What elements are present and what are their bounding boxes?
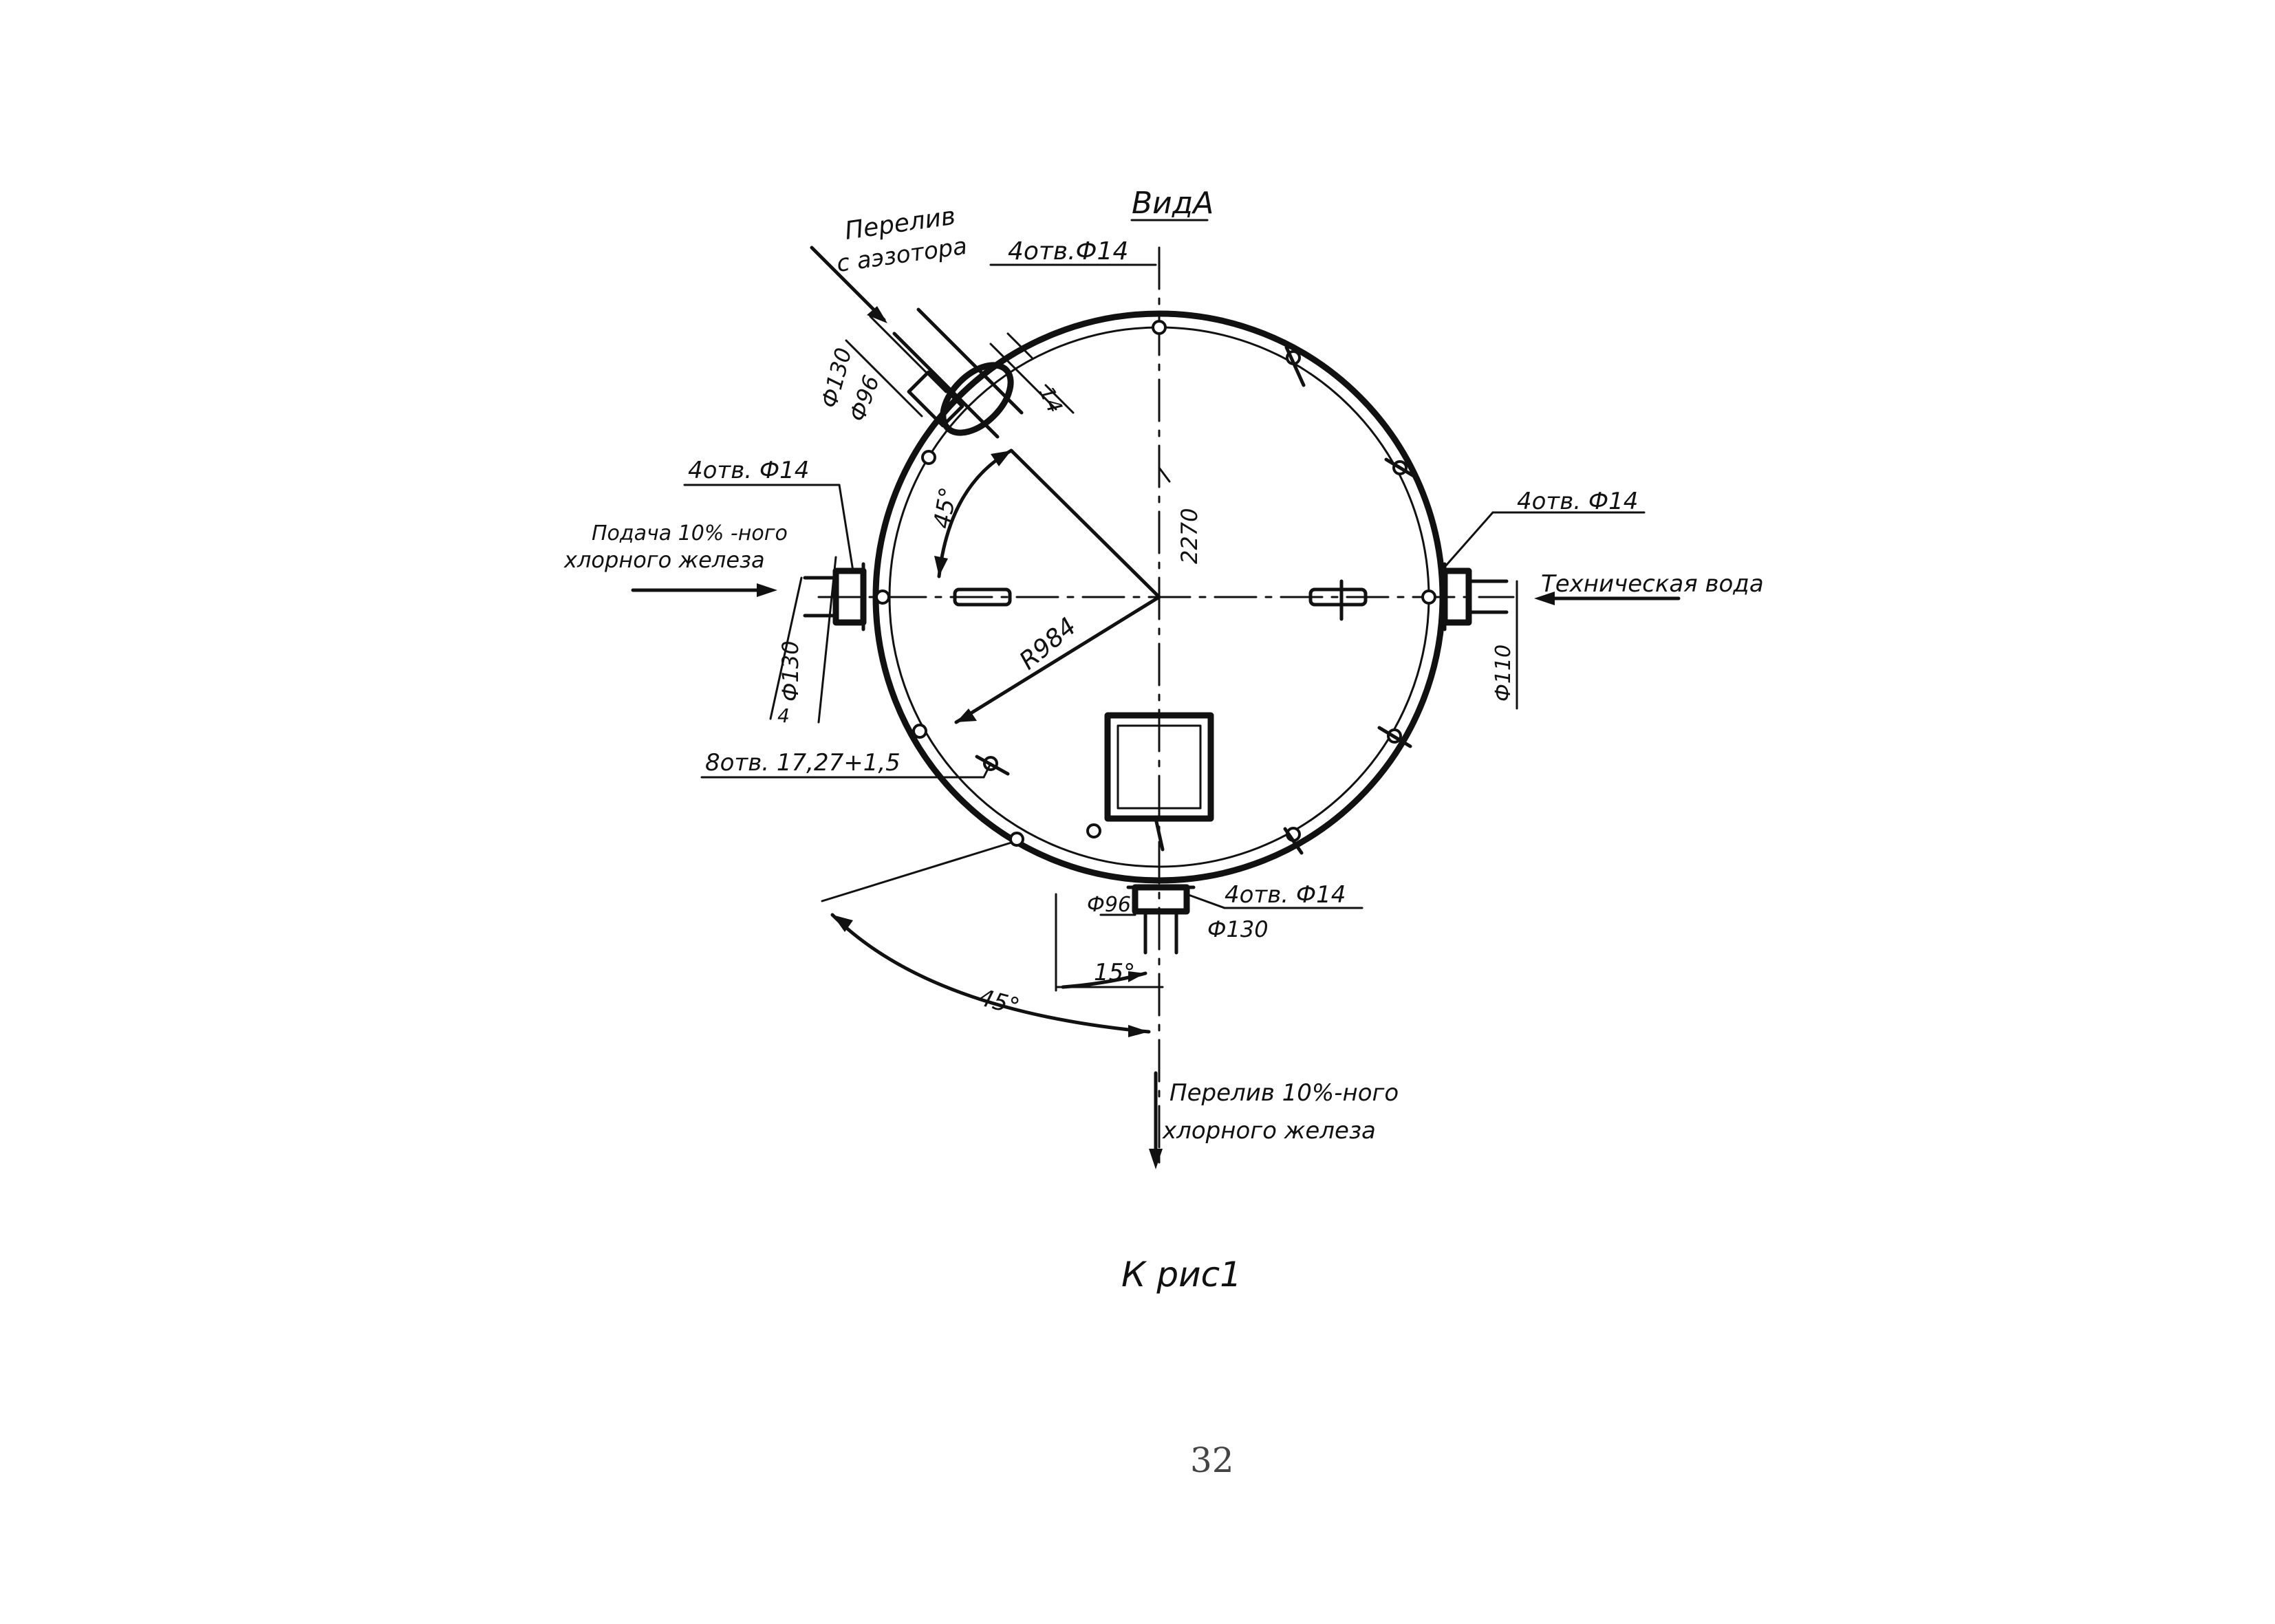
page-number: 32 bbox=[1190, 1440, 1234, 1480]
label-overflow-bottom-2: хлорного железа bbox=[1162, 1117, 1376, 1145]
label-leaders bbox=[683, 219, 1209, 779]
label-dia-130-left: Ф130 bbox=[777, 640, 804, 702]
label-height: 2270 bbox=[1176, 508, 1203, 564]
label-dia-96-top: Ф96 bbox=[844, 372, 885, 425]
label-holes-bottom: 4отв. Ф14 bbox=[1225, 881, 1346, 909]
view-title: ВидА bbox=[1132, 186, 1214, 221]
label-holes-left: 4отв. Ф14 bbox=[688, 457, 809, 484]
label-dim-4-left: 4 bbox=[777, 704, 790, 727]
radius-construction bbox=[934, 448, 1161, 724]
label-holes-top: 4отв.Ф14 bbox=[1008, 237, 1128, 266]
label-dia-96-bottom: Ф96 bbox=[1087, 893, 1131, 917]
label-feed-2: хлорного железа bbox=[563, 547, 765, 573]
label-feed-1: Подача 10% -ного bbox=[592, 521, 788, 545]
rim-ticks bbox=[975, 345, 1419, 855]
label-holes-bottom-left: 8отв. 17,27+1,5 bbox=[705, 749, 901, 777]
bolt-holes bbox=[875, 320, 1436, 847]
label-holes-right: 4отв. Ф14 bbox=[1517, 488, 1638, 515]
label-dia-130-bottom: Ф130 bbox=[1207, 916, 1269, 942]
nozzle-right bbox=[1440, 511, 1681, 710]
label-overflow-bottom-1: Перелив 10%-ного bbox=[1169, 1079, 1399, 1107]
label-angle-45-outer: 45° bbox=[975, 984, 1023, 1021]
center-lines bbox=[817, 246, 1515, 1171]
nozzle-left bbox=[631, 556, 867, 724]
label-dia-110: Ф110 bbox=[1491, 645, 1516, 702]
nozzle-top-left bbox=[810, 246, 1075, 439]
overflow-bottom-arrow bbox=[1149, 1071, 1163, 1169]
figure-caption: К рис1 bbox=[1121, 1255, 1242, 1295]
inner-parts bbox=[953, 466, 1368, 852]
label-angle-15: 15° bbox=[1094, 959, 1135, 986]
angle-dimensions bbox=[821, 841, 1164, 1037]
label-dim-14: 14 bbox=[1034, 383, 1067, 417]
nozzle-bottom bbox=[1099, 884, 1363, 955]
label-angle-45-inner: 45° bbox=[928, 485, 962, 530]
label-tech-water: Техническая вода bbox=[1541, 570, 1764, 598]
